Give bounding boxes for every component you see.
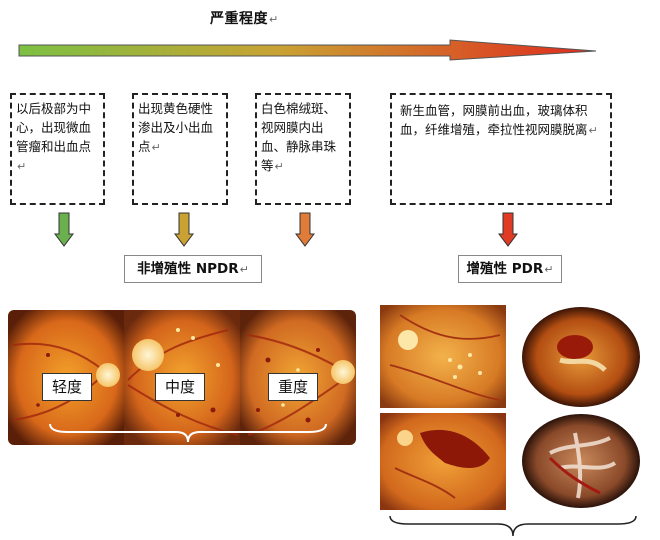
down-arrow-icon (295, 212, 315, 247)
level-label-text: 中度 (164, 378, 195, 396)
level-label-text: 轻度 (51, 378, 82, 396)
level-label-severe: 重度 (268, 373, 318, 401)
paragraph-mark-icon: ↵ (544, 263, 554, 276)
down-arrow-icon (174, 212, 194, 247)
stage-text: 新生血管，网膜前出血，玻璃体积血，纤维增殖，牵拉性视网膜脱离 (400, 103, 588, 137)
severity-title: 严重程度↵ (210, 8, 279, 28)
stage-text: 以后极部为中心，出现微血管瘤和出血点 (16, 101, 92, 154)
stage-box-mild: 以后极部为中心，出现微血管瘤和出血点 ↵ (10, 93, 105, 205)
stage-box-severe: 白色棉绒斑、视网膜内出血、静脉串珠等↵ (255, 93, 351, 205)
paragraph-mark-icon: ↵ (269, 13, 279, 26)
paragraph-mark-icon: ↵ (239, 263, 249, 276)
paragraph-mark-icon: ↵ (17, 160, 27, 173)
brace-icon (389, 515, 637, 537)
stage-text: 出现黄色硬性渗出及小出血点 (138, 101, 214, 154)
level-label-moderate: 中度 (155, 373, 205, 401)
pdr-fundus-photo-3 (380, 413, 506, 510)
pdr-label: 增殖性 PDR↵ (458, 255, 562, 283)
stage-box-proliferative: 新生血管，网膜前出血，玻璃体积血，纤维增殖，牵拉性视网膜脱离↵ (390, 93, 612, 205)
stage-text: 白色棉绒斑、视网膜内出血、静脉串珠等 (261, 101, 337, 173)
severity-gradient-arrow (18, 39, 597, 61)
paragraph-mark-icon: ↵ (274, 160, 284, 173)
pdr-fundus-photo-2 (520, 305, 642, 408)
pdr-fundus-photo-1 (380, 305, 506, 408)
npdr-label: 非增殖性 NPDR↵ (124, 255, 262, 283)
pdr-label-text: 增殖性 PDR (466, 261, 544, 277)
brace-icon (49, 423, 327, 443)
paragraph-mark-icon: ↵ (151, 141, 161, 154)
pdr-fundus-photo-4 (520, 413, 642, 510)
stage-box-moderate: 出现黄色硬性渗出及小出血点↵ (132, 93, 228, 205)
level-label-text: 重度 (277, 378, 308, 396)
level-label-mild: 轻度 (42, 373, 92, 401)
npdr-label-text: 非增殖性 NPDR (137, 261, 239, 277)
severity-title-text: 严重程度 (210, 11, 268, 27)
down-arrow-icon (54, 212, 74, 247)
paragraph-mark-icon: ↵ (588, 124, 598, 137)
down-arrow-icon (498, 212, 518, 247)
